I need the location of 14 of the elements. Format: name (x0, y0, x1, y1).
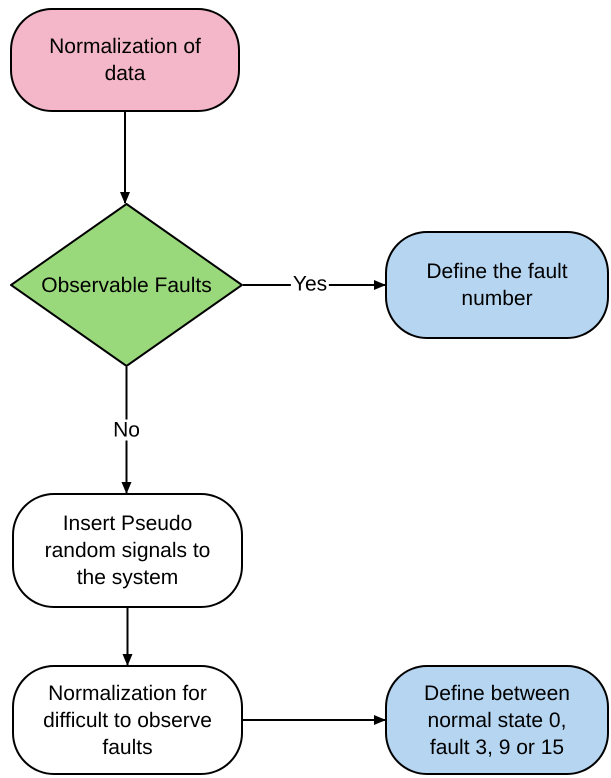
process-box (12, 493, 243, 608)
node-text: Define between normal state 0, fault 3, 9 or 15 (423, 680, 571, 760)
process-box (10, 8, 240, 112)
process-box (385, 665, 609, 775)
node-text: Define the fault number (425, 259, 569, 312)
process-box (385, 231, 609, 339)
node-text: Normalization for difficult to observe faults (42, 680, 213, 760)
process-box (12, 665, 243, 775)
arrow (122, 608, 132, 666)
arrow (120, 112, 130, 204)
node-text: Observable Faults (41, 272, 212, 298)
node-text: Normalization of data (48, 34, 202, 87)
arrow (243, 715, 386, 725)
node-text: Insert Pseudo random signals to the system (44, 511, 212, 591)
